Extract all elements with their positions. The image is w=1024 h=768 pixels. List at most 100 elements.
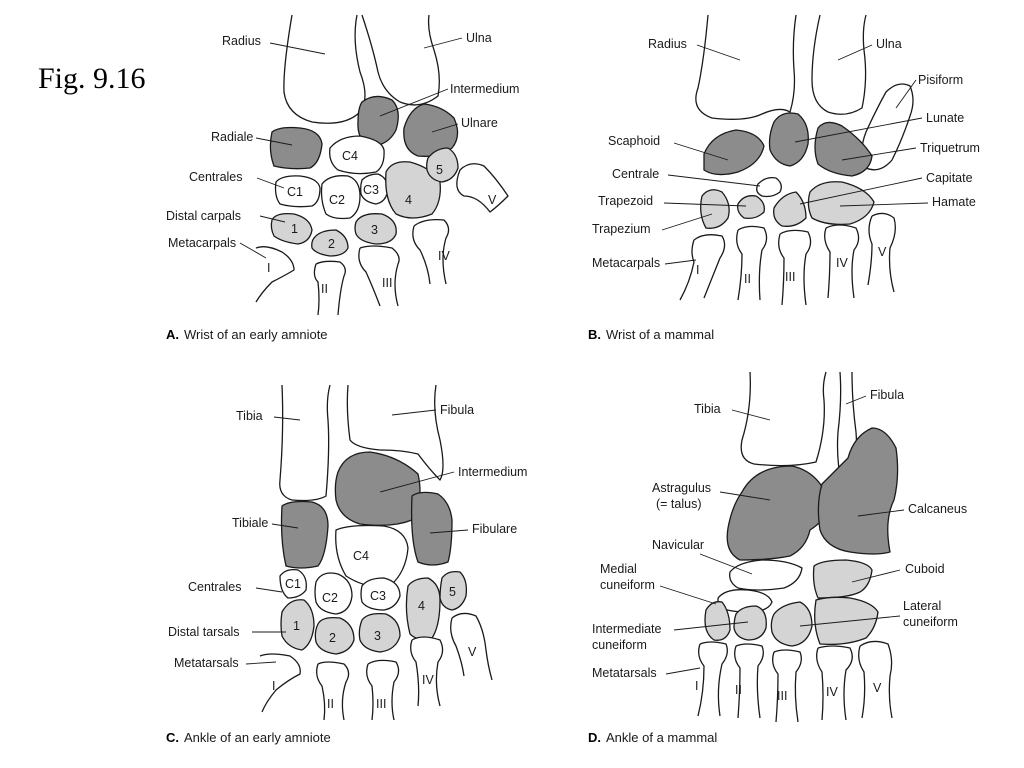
label-metacarpals: Metacarpals bbox=[168, 236, 236, 250]
label-metatarsals: Metatarsals bbox=[592, 666, 657, 680]
label-lateral-1: Lateral bbox=[903, 599, 941, 613]
label-m2: II bbox=[327, 697, 334, 711]
centrale-c3-bone bbox=[360, 577, 401, 611]
distal-tarsal-1-bone bbox=[280, 599, 315, 651]
radiale-bone bbox=[269, 126, 323, 170]
tibiale-bone bbox=[280, 500, 329, 569]
radius-bone bbox=[283, 14, 366, 124]
medial-cuneiform-bone bbox=[704, 601, 731, 641]
cuboid-distal-bone bbox=[814, 596, 879, 646]
label-metatarsals: Metatarsals bbox=[174, 656, 239, 670]
panel-a-wrist-amniote: C4 C1 C2 C3 4 5 1 2 3 I II III IV V Radi… bbox=[166, 14, 519, 342]
label-m5: V bbox=[878, 245, 887, 259]
centrale-bone bbox=[756, 176, 782, 198]
label-d3: 3 bbox=[371, 223, 378, 237]
label-m4: IV bbox=[836, 256, 848, 270]
metatarsal-ii-bone bbox=[316, 661, 350, 721]
metacarpal-v-bone bbox=[456, 163, 509, 213]
label-m4: IV bbox=[438, 249, 450, 263]
metacarpal-iv-bone bbox=[824, 224, 860, 299]
metacarpal-i-bone bbox=[255, 246, 295, 303]
label-d1: 1 bbox=[291, 222, 298, 236]
tibia-bone bbox=[279, 384, 331, 502]
label-d1: 1 bbox=[293, 619, 300, 633]
metacarpal-iv-bone bbox=[412, 218, 450, 285]
label-m2: II bbox=[321, 282, 328, 296]
label-m3: III bbox=[376, 697, 386, 711]
panel-d-ankle-mammal: I II III IV V Tibia Fibula Astragulus (=… bbox=[588, 371, 967, 745]
lateral-cuneiform-bone bbox=[770, 601, 813, 647]
label-lunate: Lunate bbox=[926, 111, 964, 125]
label-d3: 3 bbox=[374, 629, 381, 643]
distal-tarsal-4-bone bbox=[405, 577, 441, 640]
caption-a: A.Wrist of an early amniote bbox=[166, 327, 328, 342]
label-pisiform: Pisiform bbox=[918, 73, 963, 87]
label-radius: Radius bbox=[648, 37, 687, 51]
metatarsal-iv-bone bbox=[410, 636, 444, 707]
label-scaphoid: Scaphoid bbox=[608, 134, 660, 148]
radius-bone bbox=[695, 14, 797, 120]
centrale-c2-bone bbox=[314, 572, 353, 615]
metacarpal-iii-bone bbox=[358, 245, 400, 307]
distal-carpal-2-bone bbox=[311, 229, 349, 257]
label-triquetrum: Triquetrum bbox=[920, 141, 980, 155]
metatarsal-v-bone bbox=[450, 612, 493, 681]
label-intermedium: Intermedium bbox=[450, 82, 519, 96]
label-m4: IV bbox=[826, 685, 838, 699]
label-intermedium: Intermedium bbox=[458, 465, 527, 479]
triquetrum-bone bbox=[814, 121, 873, 177]
centrale-c3-bone bbox=[360, 173, 389, 205]
label-distal-tarsals: Distal tarsals bbox=[168, 625, 240, 639]
metatarsal-i-bone bbox=[697, 641, 728, 717]
label-m3: III bbox=[382, 276, 392, 290]
fibulare-bone bbox=[410, 491, 453, 566]
label-lateral-2: cuneiform bbox=[903, 615, 958, 629]
label-c4: C4 bbox=[342, 149, 358, 163]
label-c2: C2 bbox=[329, 193, 345, 207]
metatarsal-iii-bone bbox=[772, 649, 802, 723]
label-tibia: Tibia bbox=[236, 409, 263, 423]
metatarsal-v-bone bbox=[858, 640, 893, 719]
pisiform-bone bbox=[861, 83, 914, 171]
trapezoid-bone bbox=[736, 195, 765, 220]
scaphoid-bone bbox=[703, 129, 765, 176]
label-intermediate-2: cuneiform bbox=[592, 638, 647, 652]
distal-carpal-3-bone bbox=[354, 213, 397, 245]
label-fibulare: Fibulare bbox=[472, 522, 517, 536]
label-metacarpals: Metacarpals bbox=[592, 256, 660, 270]
label-c2: C2 bbox=[322, 591, 338, 605]
label-medial-2: cuneiform bbox=[600, 578, 655, 592]
fibula-bone bbox=[346, 384, 444, 481]
label-ulna: Ulna bbox=[876, 37, 902, 51]
label-tibiale: Tibiale bbox=[232, 516, 268, 530]
metacarpal-iii-bone bbox=[778, 229, 812, 306]
metatarsal-ii-bone bbox=[734, 643, 764, 719]
label-c1: C1 bbox=[287, 185, 303, 199]
hamate-bone bbox=[807, 181, 875, 226]
distal-tarsal-3-bone bbox=[358, 612, 401, 653]
label-m1: I bbox=[696, 263, 699, 277]
label-m5: V bbox=[468, 645, 477, 659]
ulna-bone bbox=[361, 14, 440, 106]
label-d2: 2 bbox=[328, 237, 335, 251]
centrale-c4-bone bbox=[335, 524, 409, 588]
navicular-bone bbox=[729, 559, 803, 591]
label-ulna: Ulna bbox=[466, 31, 492, 45]
label-cuboid: Cuboid bbox=[905, 562, 945, 576]
label-d4: 4 bbox=[418, 599, 425, 613]
metacarpal-i-bone bbox=[679, 234, 726, 301]
label-trapezoid: Trapezoid bbox=[598, 194, 653, 208]
label-radiale: Radiale bbox=[211, 130, 253, 144]
label-c3: C3 bbox=[363, 183, 379, 197]
calcaneus-bone bbox=[817, 427, 899, 555]
astragulus-bone bbox=[726, 465, 831, 561]
label-capitate: Capitate bbox=[926, 171, 973, 185]
label-astragulus-2: (= talus) bbox=[656, 497, 702, 511]
label-c4: C4 bbox=[353, 549, 369, 563]
label-calcaneus: Calcaneus bbox=[908, 502, 967, 516]
metatarsal-i-bone bbox=[259, 653, 301, 713]
metatarsal-iii-bone bbox=[366, 659, 400, 721]
label-m3: III bbox=[777, 689, 787, 703]
caption-b: B.Wrist of a mammal bbox=[588, 327, 714, 342]
label-centrale: Centrale bbox=[612, 167, 659, 181]
